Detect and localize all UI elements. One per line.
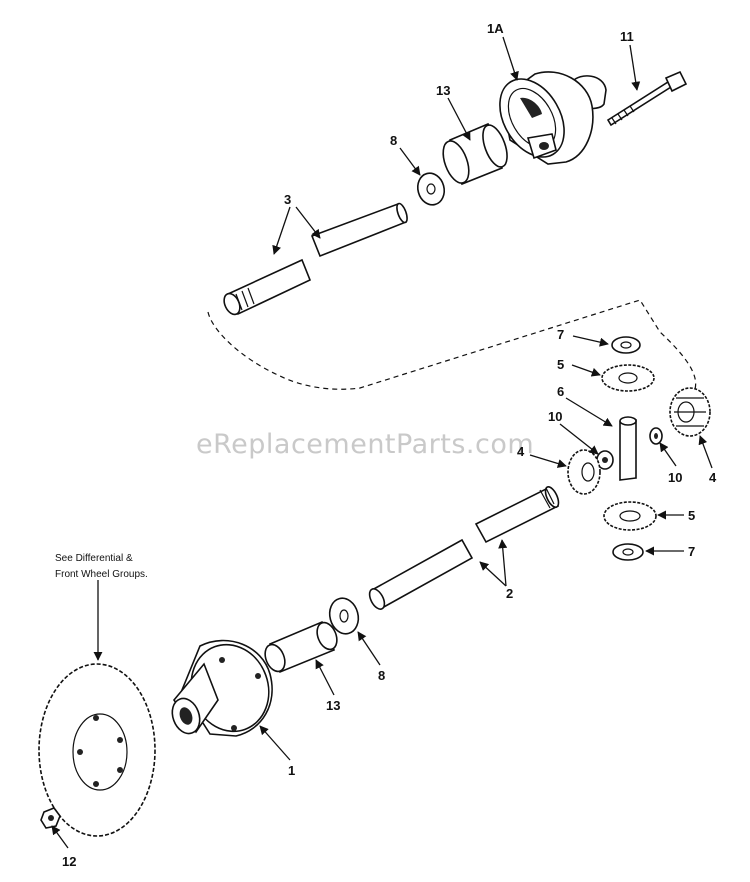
callout-arrows — [51, 36, 713, 849]
part-1-sprocket-hub — [171, 639, 273, 737]
callout-11: 11 — [620, 29, 634, 44]
part-1A-case-half — [499, 71, 607, 165]
callout-12: 12 — [62, 854, 76, 869]
part-2-axle-shaft — [368, 486, 560, 610]
part-12-nut — [40, 807, 61, 829]
callout-4-right: 4 — [709, 470, 717, 485]
callout-3: 3 — [284, 192, 291, 207]
part-10-washer-right — [649, 427, 663, 445]
callout-2: 2 — [506, 586, 513, 601]
callout-6: 6 — [557, 384, 564, 399]
note-line-1: See Differential & — [55, 553, 133, 564]
part-5-gear-top — [601, 364, 655, 392]
large-sprocket — [38, 663, 156, 837]
callout-13-bottom: 13 — [326, 698, 340, 713]
part-13-bushing-top — [442, 122, 508, 186]
part-11-bolt — [606, 70, 688, 127]
callout-10-left: 10 — [548, 409, 562, 424]
callout-1A: 1A — [487, 21, 504, 36]
callout-10-right: 10 — [668, 470, 682, 485]
part-5-gear-bottom — [603, 501, 657, 531]
callout-8-top: 8 — [390, 133, 397, 148]
callout-4-left: 4 — [517, 444, 525, 459]
part-13-bushing-bottom — [264, 620, 338, 674]
note-line-2: Front Wheel Groups. — [55, 569, 148, 580]
callout-7-bottom: 7 — [688, 544, 695, 559]
callout-8-bottom: 8 — [378, 668, 385, 683]
part-3-axle-shaft — [223, 202, 408, 316]
part-7-washer-top — [611, 336, 641, 354]
part-7-washer-bottom — [612, 543, 644, 561]
part-6-pinion-shaft — [619, 416, 637, 481]
callout-13-top: 13 — [436, 83, 450, 98]
callout-5-top: 5 — [557, 357, 564, 372]
callout-7-top: 7 — [557, 327, 564, 342]
callout-1: 1 — [288, 763, 295, 778]
callout-5-bottom: 5 — [688, 508, 695, 523]
assembly-group-dashed-line — [207, 299, 697, 393]
part-8-washer-bottom — [328, 597, 360, 635]
part-4-pinion-gear-left — [567, 449, 601, 495]
watermark: eReplacementParts.com — [196, 429, 534, 460]
part-8-washer-top — [416, 172, 446, 206]
part-4-pinion-gear-right — [669, 387, 711, 437]
